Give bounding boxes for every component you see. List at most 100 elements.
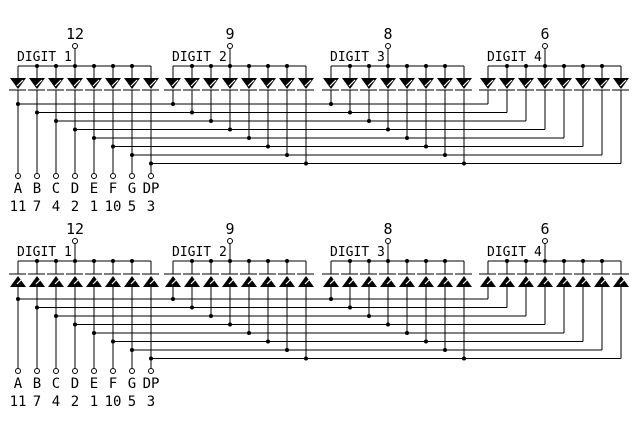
light-arrow-icon (54, 277, 62, 285)
led-diode-icon (67, 78, 83, 89)
light-arrow-icon (149, 277, 157, 285)
led-diode-icon (380, 276, 396, 287)
led-diode-icon (418, 78, 434, 89)
led-diode-icon (518, 276, 534, 287)
light-arrow-icon (543, 277, 551, 285)
led-diode-icon (456, 276, 472, 287)
light-arrow-icon (443, 79, 451, 87)
segment-letter: E (90, 376, 98, 392)
light-arrow-icon (462, 277, 470, 285)
light-arrow-icon (405, 79, 413, 87)
pin-terminal (110, 173, 116, 179)
light-arrow-icon (149, 79, 157, 87)
light-arrow-icon (35, 277, 43, 285)
pin-terminal (148, 173, 154, 179)
segment-pin-number: 3 (147, 199, 155, 215)
led-diode-icon (499, 276, 515, 287)
light-arrow-icon (285, 79, 293, 87)
light-arrow-icon (543, 79, 551, 87)
led-diode-icon (361, 276, 377, 287)
segment-letter: D (71, 376, 79, 392)
light-arrow-icon (600, 277, 608, 285)
led-diode-icon (48, 276, 64, 287)
digit-pin-number: 6 (540, 220, 549, 238)
light-arrow-icon (130, 79, 138, 87)
light-arrow-icon (190, 79, 198, 87)
led-diode-icon (29, 276, 45, 287)
led-diode-icon (556, 276, 572, 287)
segment-pin-number: 11 (10, 199, 27, 215)
led-diode-icon (437, 78, 453, 89)
led-diode-icon (456, 78, 472, 89)
segment-letter: D (71, 181, 79, 197)
segment-letter: G (128, 181, 136, 197)
led-diode-icon (594, 78, 610, 89)
led-diode-icon (105, 78, 121, 89)
pin-terminal (72, 238, 78, 244)
segment-pin-number: 10 (105, 394, 122, 410)
pin-terminal (227, 238, 233, 244)
light-arrow-icon (424, 79, 432, 87)
led-diode-icon (437, 276, 453, 287)
led-diode-icon (613, 78, 629, 89)
led-diode-icon (10, 78, 26, 89)
pin-terminal (15, 368, 21, 374)
led-diode-icon (241, 78, 257, 89)
light-arrow-icon (329, 277, 337, 285)
led-diode-icon (86, 78, 102, 89)
digit-pin-number: 12 (66, 220, 84, 238)
digit-pin-number: 8 (383, 25, 392, 43)
segment-pin-number: 2 (71, 394, 79, 410)
led-diode-icon (143, 78, 159, 89)
led-diode-icon (260, 78, 276, 89)
segment-pin-number: 4 (52, 199, 60, 215)
segment-letter: A (14, 376, 23, 392)
led-diode-icon (165, 78, 181, 89)
pin-terminal (53, 173, 59, 179)
light-arrow-icon (35, 79, 43, 87)
segment-letter: C (52, 376, 60, 392)
light-arrow-icon (73, 79, 81, 87)
light-arrow-icon (130, 277, 138, 285)
segment-pin-number: 5 (128, 199, 136, 215)
pin-terminal (542, 238, 548, 244)
led-diode-icon (480, 276, 496, 287)
segment-letter: F (109, 181, 117, 197)
light-arrow-icon (73, 277, 81, 285)
light-arrow-icon (524, 79, 532, 87)
light-arrow-icon (171, 79, 179, 87)
led-diode-icon (143, 276, 159, 287)
digit-label: DIGIT 3 (330, 50, 385, 65)
light-arrow-icon (329, 79, 337, 87)
pin-terminal (129, 368, 135, 374)
digit-pin-number: 9 (225, 220, 234, 238)
light-arrow-icon (171, 277, 179, 285)
digit-label: DIGIT 3 (330, 245, 385, 260)
led-diode-icon (594, 276, 610, 287)
led-diode-icon (323, 276, 339, 287)
led-diode-icon (499, 78, 515, 89)
led-diode-icon (67, 276, 83, 287)
segment-letter: C (52, 181, 60, 197)
pin-terminal (91, 173, 97, 179)
segment-letter: A (14, 181, 23, 197)
led-diode-icon (342, 276, 358, 287)
digit-label: DIGIT 4 (487, 245, 542, 260)
light-arrow-icon (562, 277, 570, 285)
light-arrow-icon (304, 79, 312, 87)
led-diode-icon (241, 276, 257, 287)
led-diode-icon (537, 78, 553, 89)
led-diode-icon (480, 78, 496, 89)
segment-pin-number: 1 (90, 199, 98, 215)
digit-label: DIGIT 4 (487, 50, 542, 65)
segment-letter: B (33, 376, 41, 392)
light-arrow-icon (462, 79, 470, 87)
pin-terminal (148, 368, 154, 374)
light-arrow-icon (486, 79, 494, 87)
light-arrow-icon (619, 277, 627, 285)
light-arrow-icon (581, 79, 589, 87)
light-arrow-icon (386, 79, 394, 87)
segment-letter: DP (143, 181, 160, 197)
digit-label: DIGIT 1 (17, 245, 72, 260)
